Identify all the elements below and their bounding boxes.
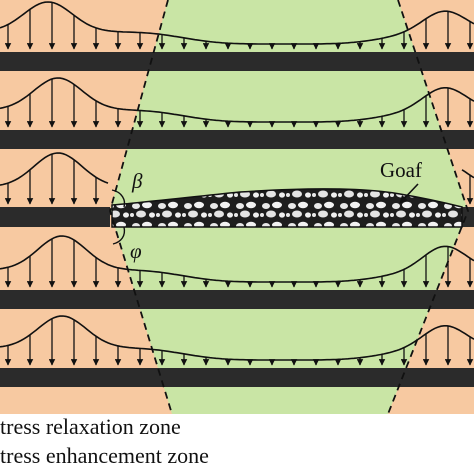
stress-curve [0, 1, 474, 45]
goaf-label: Goaf [380, 158, 422, 182]
coal-seam-5 [0, 368, 474, 387]
legend-relaxation-zone: tress relaxation zone [0, 414, 181, 439]
zone-boundaries [109, 0, 469, 414]
coal-seam-1 [0, 52, 474, 71]
stress-curve [0, 77, 474, 123]
mining-stress-diagram: β φ Goaf [0, 0, 474, 414]
stress-curve-group [0, 315, 474, 366]
phi-angle-arc [112, 226, 126, 245]
stress-curve-group [0, 77, 474, 128]
goaf-pointer-arrow [399, 183, 419, 204]
stress-curve-group [0, 152, 474, 205]
stress-curve [0, 152, 474, 186]
stress-curve-group [0, 1, 474, 50]
goaf-caved-rock [111, 188, 463, 228]
legend-enhancement-zone: tress enhancement zone [0, 443, 209, 468]
coal-seam-4 [0, 290, 474, 309]
left-boundary-line [109, 0, 173, 414]
coal-seams [0, 52, 474, 387]
right-boundary-line [387, 0, 469, 414]
stress-curve [0, 315, 474, 361]
coal-seam-2 [0, 130, 474, 149]
beta-label: β [131, 169, 143, 193]
coal-seam-3-left [0, 207, 110, 227]
beta-angle-arc [111, 189, 126, 208]
stress-curve [0, 235, 474, 283]
phi-label: φ [130, 239, 142, 263]
stress-curve-group [0, 235, 474, 288]
stress-distribution-layer [0, 1, 474, 366]
